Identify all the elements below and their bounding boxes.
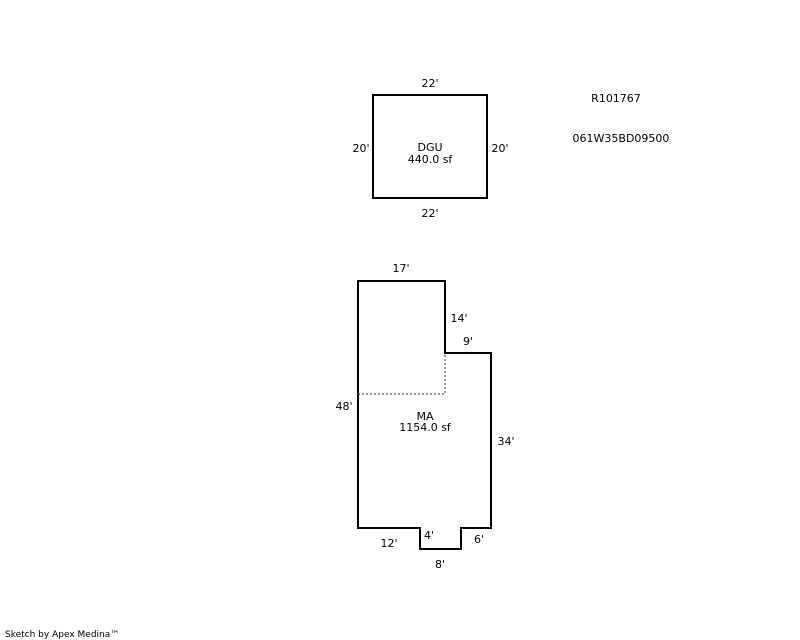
ma-dim-step-vertical: 14' bbox=[450, 312, 467, 325]
dgu-label: DGU bbox=[417, 141, 442, 154]
account-id: R101767 bbox=[591, 92, 641, 105]
ma-dim-bottom-left: 12' bbox=[380, 537, 397, 550]
dgu-dim-bottom: 22' bbox=[421, 207, 438, 220]
ma-dim-left: 48' bbox=[335, 400, 352, 413]
map-tax-lot: 061W35BD09500 bbox=[573, 132, 670, 145]
ma-area: 1154.0 sf bbox=[399, 421, 452, 434]
dgu-outline bbox=[372, 94, 488, 199]
ma-dim-notch-bottom: 8' bbox=[435, 558, 445, 571]
ma-dim-right: 34' bbox=[497, 435, 514, 448]
dgu-dim-top: 22' bbox=[421, 77, 438, 90]
ma-interior-dotted-line bbox=[358, 353, 446, 395]
footer-credit: Sketch by Apex Medina™ bbox=[5, 630, 119, 640]
dgu-area: 440.0 sf bbox=[408, 153, 454, 166]
ma-dim-top: 17' bbox=[392, 262, 409, 275]
ma-dim-step-horizontal: 9' bbox=[463, 335, 473, 348]
ma-outline bbox=[357, 280, 492, 550]
dgu-dim-left: 20' bbox=[352, 142, 369, 155]
dgu-structure: DGU 440.0 sf 22' 22' 20' 20' bbox=[352, 77, 508, 220]
ma-dim-bottom-right: 6' bbox=[474, 533, 484, 546]
ma-structure: MA 1154.0 sf 17' 14' 9' 48' 34' 12' 4' 8… bbox=[335, 262, 514, 571]
ma-dim-notch-side: 4' bbox=[424, 529, 434, 542]
dgu-dim-right: 20' bbox=[491, 142, 508, 155]
ma-label: MA bbox=[416, 410, 433, 423]
